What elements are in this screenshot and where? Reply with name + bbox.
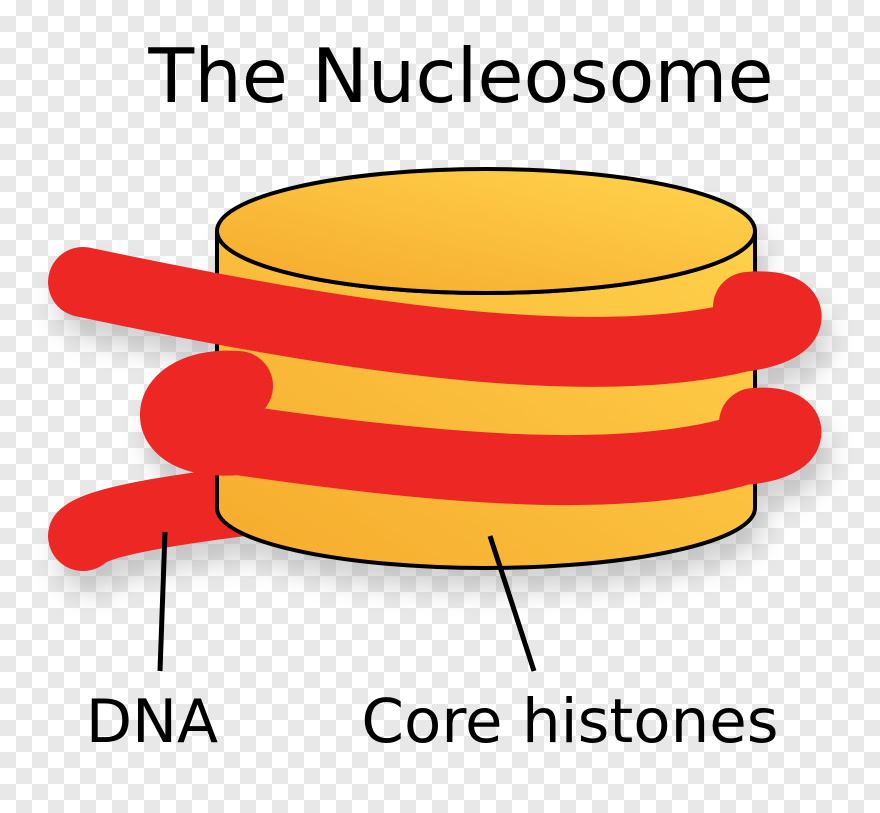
core-histones-label: Core histones <box>361 686 778 757</box>
dna-leader-line <box>157 531 168 672</box>
dna-strand-middle-band <box>140 350 822 506</box>
core-histones-leader-line <box>487 535 537 672</box>
dna-strand-top-band <box>48 247 822 387</box>
dna-label: DNA <box>86 687 218 757</box>
histone-cylinder-top <box>215 167 757 295</box>
diagram-title: The Nucleosome <box>147 32 773 120</box>
